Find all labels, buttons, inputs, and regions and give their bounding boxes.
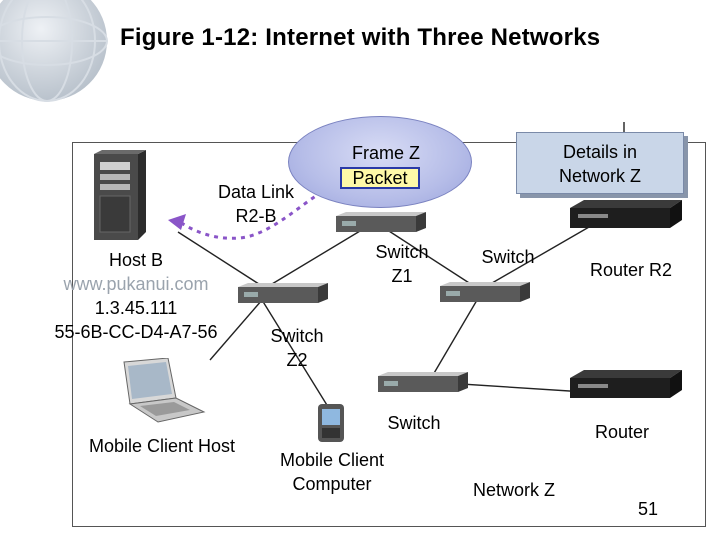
link-z2-z1 — [261, 221, 376, 291]
host-b-label: Host B www.pukanui.com 1.3.45.111 55-6B-… — [36, 248, 236, 344]
switch-icon — [238, 283, 328, 303]
host-b-ip: 1.3.45.111 — [94, 298, 178, 318]
switch-label-bottom: Switch — [387, 413, 441, 433]
link-switch-switch — [429, 294, 481, 381]
details-line-1: Details in — [562, 142, 638, 162]
switch-z1-label: Switch Z1 — [375, 242, 429, 286]
router-icon — [570, 200, 682, 228]
router-r2-label: Router R2 — [589, 260, 673, 280]
switch-label-top-right: Switch — [481, 247, 535, 267]
link-z1-switch — [374, 221, 481, 291]
host-b-url[interactable]: www.pukanui.com — [63, 274, 209, 294]
laptop-icon — [123, 358, 206, 423]
link-host-switch-z2 — [177, 231, 263, 287]
details-callout: Details in Network Z — [516, 132, 684, 194]
pda-phone-icon — [318, 404, 344, 442]
mobile-client-host-label: Mobile Client Host — [88, 436, 236, 456]
frame-z-label: Frame Z — [351, 143, 420, 163]
switch-icon — [440, 282, 530, 302]
mobile-client-computer-label: Mobile Client Computer — [279, 450, 385, 494]
frame-ellipse — [288, 116, 472, 208]
host-b-mac: 55-6B-CC-D4-A7-56 — [54, 322, 218, 342]
details-line-2: Network Z — [558, 166, 641, 186]
link-laptop-switch-z2 — [209, 299, 263, 361]
page-number: 51 — [637, 499, 659, 519]
data-link-label: Data Link R2-B — [217, 182, 295, 226]
packet-box: Packet — [340, 167, 420, 189]
globe-icon — [0, 0, 108, 102]
network-z-label: Network Z — [472, 480, 555, 500]
server-tower-icon — [94, 150, 146, 240]
router-label-bottom: Router — [594, 422, 650, 442]
switch-z2-label: Switch Z2 — [270, 326, 324, 370]
switch-icon — [378, 372, 468, 392]
router-icon — [570, 370, 682, 398]
switch-icon — [336, 212, 426, 232]
host-b-name: Host B — [108, 250, 164, 270]
arrow-head — [168, 214, 186, 230]
link-z2-mobile — [261, 299, 331, 411]
figure-title: Figure 1-12: Internet with Three Network… — [120, 24, 601, 51]
